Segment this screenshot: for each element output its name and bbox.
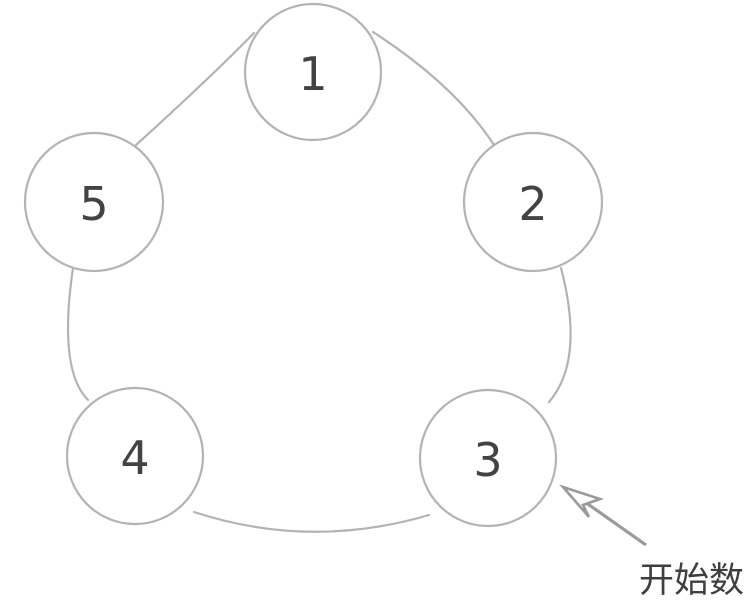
node-4-circle[interactable] (65, 386, 205, 526)
link-arc-1-2 (371, 30, 496, 147)
arrow-head-icon (558, 484, 605, 518)
annotation-label: 开始数 (639, 561, 744, 601)
annotation-arrow (558, 484, 647, 547)
node-3-circle[interactable] (418, 388, 558, 528)
node-5-label: 5 (79, 177, 108, 231)
node-4-label: 4 (120, 431, 149, 485)
node-3-label: 3 (473, 433, 502, 487)
link-group (66, 30, 572, 533)
node-4[interactable]: 4 (65, 386, 205, 526)
node-2-label: 2 (518, 177, 547, 231)
node-2-circle[interactable] (462, 131, 604, 273)
arrow-shaft-line (584, 500, 647, 547)
node-2[interactable]: 2 (462, 131, 604, 273)
node-5[interactable]: 5 (23, 131, 165, 273)
node-1-label: 1 (298, 47, 327, 101)
link-arc-4-5 (66, 266, 90, 402)
node-3[interactable]: 3 (418, 388, 558, 528)
node-5-circle[interactable] (23, 131, 165, 273)
link-arc-5-1 (134, 31, 256, 147)
link-arc-3-4 (192, 510, 431, 533)
node-1-circle[interactable] (243, 2, 383, 142)
node-group: 1 2 3 4 5 (23, 2, 604, 528)
node-1[interactable]: 1 (243, 2, 383, 142)
link-arc-2-3 (547, 266, 572, 404)
